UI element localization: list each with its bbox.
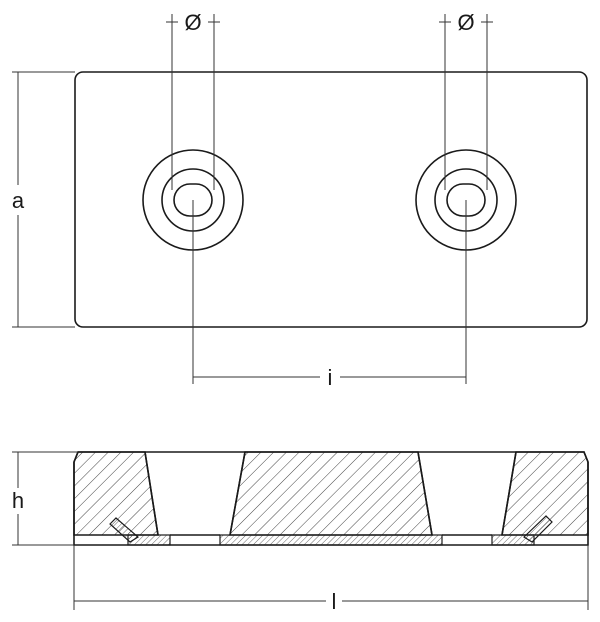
diameter-dimension-right: Ø [439, 10, 493, 190]
diameter-dimension-left: Ø [166, 10, 220, 190]
height-dimension-a: a [12, 71, 75, 328]
diameter-label-right: Ø [457, 10, 474, 35]
section-view: h l [12, 451, 589, 614]
diameter-label-left: Ø [184, 10, 201, 35]
top-view: Ø Ø a i [12, 10, 588, 390]
length-label-l: l [332, 589, 337, 614]
strap-bend-right [523, 515, 553, 543]
top-view-plate-outline [74, 71, 588, 328]
strap-bend-left [109, 517, 140, 543]
spacing-dimension-i: i [192, 200, 467, 390]
thickness-dimension-h: h [12, 451, 78, 546]
base-plate-center [219, 534, 443, 546]
section-body-center [229, 451, 433, 536]
length-dimension-l: l [73, 545, 589, 614]
thickness-label-h: h [12, 488, 24, 513]
height-label-a: a [12, 188, 25, 213]
spacing-label-i: i [328, 365, 333, 390]
